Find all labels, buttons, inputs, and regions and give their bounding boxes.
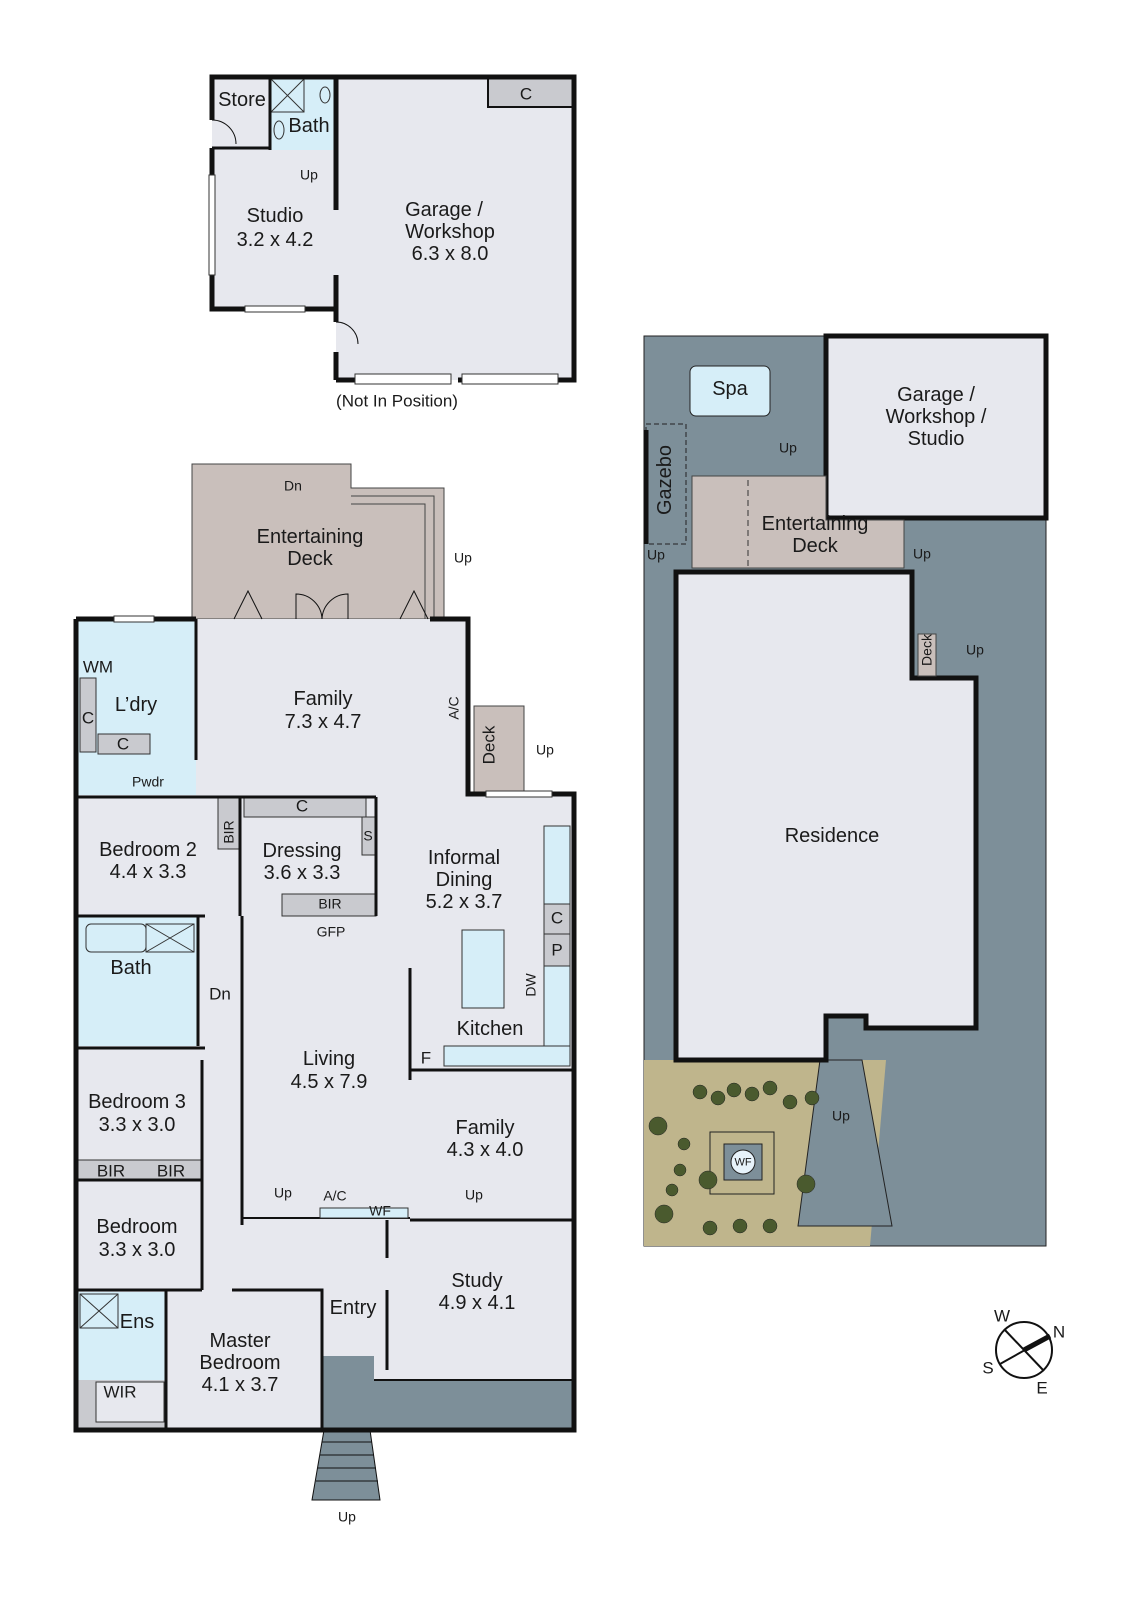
main-house [73,463,577,1501]
label-c: C [295,796,309,816]
label-store: Store [218,89,266,111]
label-spa: Spa [712,378,748,400]
label-wir: WIR [103,1382,137,1402]
label-bir: BIR [220,820,237,844]
label-ac: A/C [323,1187,347,1204]
label-c: C [550,908,564,928]
compass-s: S [982,1358,994,1378]
label-not-in-position: (Not In Position) [336,391,458,411]
label-c: C [116,734,130,754]
label-study-name: Study [451,1270,503,1292]
label-up: Up [966,641,984,658]
label-bed3-name: Bedroom 3 [88,1091,186,1113]
label-family1-dim: 7.3 x 4.7 [284,711,362,733]
label-entry: Entry [329,1297,377,1319]
site-plan [643,333,1049,1247]
label-wf: WF [369,1202,391,1219]
label-site-garage3: Studio [907,428,965,450]
label-up: Up [274,1184,292,1201]
label-garage-dim: 6.3 x 8.0 [411,243,489,265]
label-residence: Residence [784,825,880,847]
label-up: Up [647,546,665,563]
label-living-name: Living [302,1048,356,1070]
label-pwdr: Pwdr [132,773,164,790]
label-site-ent-deck: Entertaining [761,513,869,535]
label-informal-dining-dim: 5.2 x 3.7 [425,891,503,913]
label-living-dim: 4.5 x 7.9 [290,1071,368,1093]
label-up: Up [779,439,797,456]
label-gazebo: Gazebo [654,444,676,516]
compass-rose [995,1321,1053,1379]
label-family2-dim: 4.3 x 4.0 [446,1139,524,1161]
label-ens: Ens [119,1311,155,1333]
label-site-garage2: Workshop / [885,406,987,428]
label-ent-deck2: Deck [287,548,333,570]
label-water-feature: WF [734,1156,752,1169]
label-bir: BIR [318,895,342,912]
label-site-deck: Deck [918,634,935,666]
label-bed-name: Bedroom [96,1216,178,1238]
label-bir: BIR [96,1161,126,1181]
label-garage-name2: Workshop [405,221,495,243]
label-side-deck: Deck [479,725,499,765]
label-f: F [420,1048,432,1068]
label-site-garage1: Garage / [897,384,975,406]
label-studio-dim: 3.2 x 4.2 [236,229,314,251]
label-up: Up [913,545,931,562]
label-garage-name: Garage / [405,199,483,221]
label-master-name: Master [209,1330,271,1352]
label-kitchen: Kitchen [456,1018,524,1040]
label-master-dim: 4.1 x 3.7 [201,1374,279,1396]
label-p: P [551,940,563,960]
compass-e: E [1036,1378,1048,1398]
label-up: Up [338,1508,356,1525]
label-bed2-dim: 4.4 x 3.3 [109,861,187,883]
compass-n: N [1052,1322,1066,1342]
label-up: Up [536,741,554,758]
label-c: C [81,708,95,728]
label-bir: BIR [156,1161,186,1181]
label-master-name2: Bedroom [199,1352,281,1374]
label-bath: Bath [110,957,152,979]
label-up: Up [454,549,472,566]
label-study-dim: 4.9 x 4.1 [438,1292,516,1314]
label-up: Up [300,166,318,183]
label-informal-dining: Informal [427,847,501,869]
compass-w: W [993,1306,1011,1326]
outbuilding [208,74,577,385]
label-family1-name: Family [293,688,353,710]
label-wm: WM [82,657,114,677]
label-dn: Dn [209,984,231,1004]
label-ent-deck: Entertaining [256,526,364,548]
label-garage-cupboard: C [519,84,533,104]
label-dn: Dn [284,477,302,494]
label-outbuilding-bath: Bath [288,115,330,137]
label-site-ent-deck2: Deck [792,535,838,557]
label-up: Up [465,1186,483,1203]
label-bed2-name: Bedroom 2 [99,839,197,861]
label-dressing-dim: 3.6 x 3.3 [263,862,341,884]
label-s: S [363,827,373,844]
label-studio-name: Studio [246,205,304,227]
label-bed-dim: 3.3 x 3.0 [98,1239,176,1261]
label-bed3-dim: 3.3 x 3.0 [98,1114,176,1136]
label-family2-name: Family [455,1117,515,1139]
label-informal-dining2: Dining [435,869,493,891]
label-up: Up [832,1107,850,1124]
label-gfp: GFP [316,923,346,940]
label-dressing-name: Dressing [262,840,342,862]
label-dw: DW [522,973,539,997]
label-laundry: L’dry [114,694,158,716]
label-ac: A/C [445,696,462,720]
